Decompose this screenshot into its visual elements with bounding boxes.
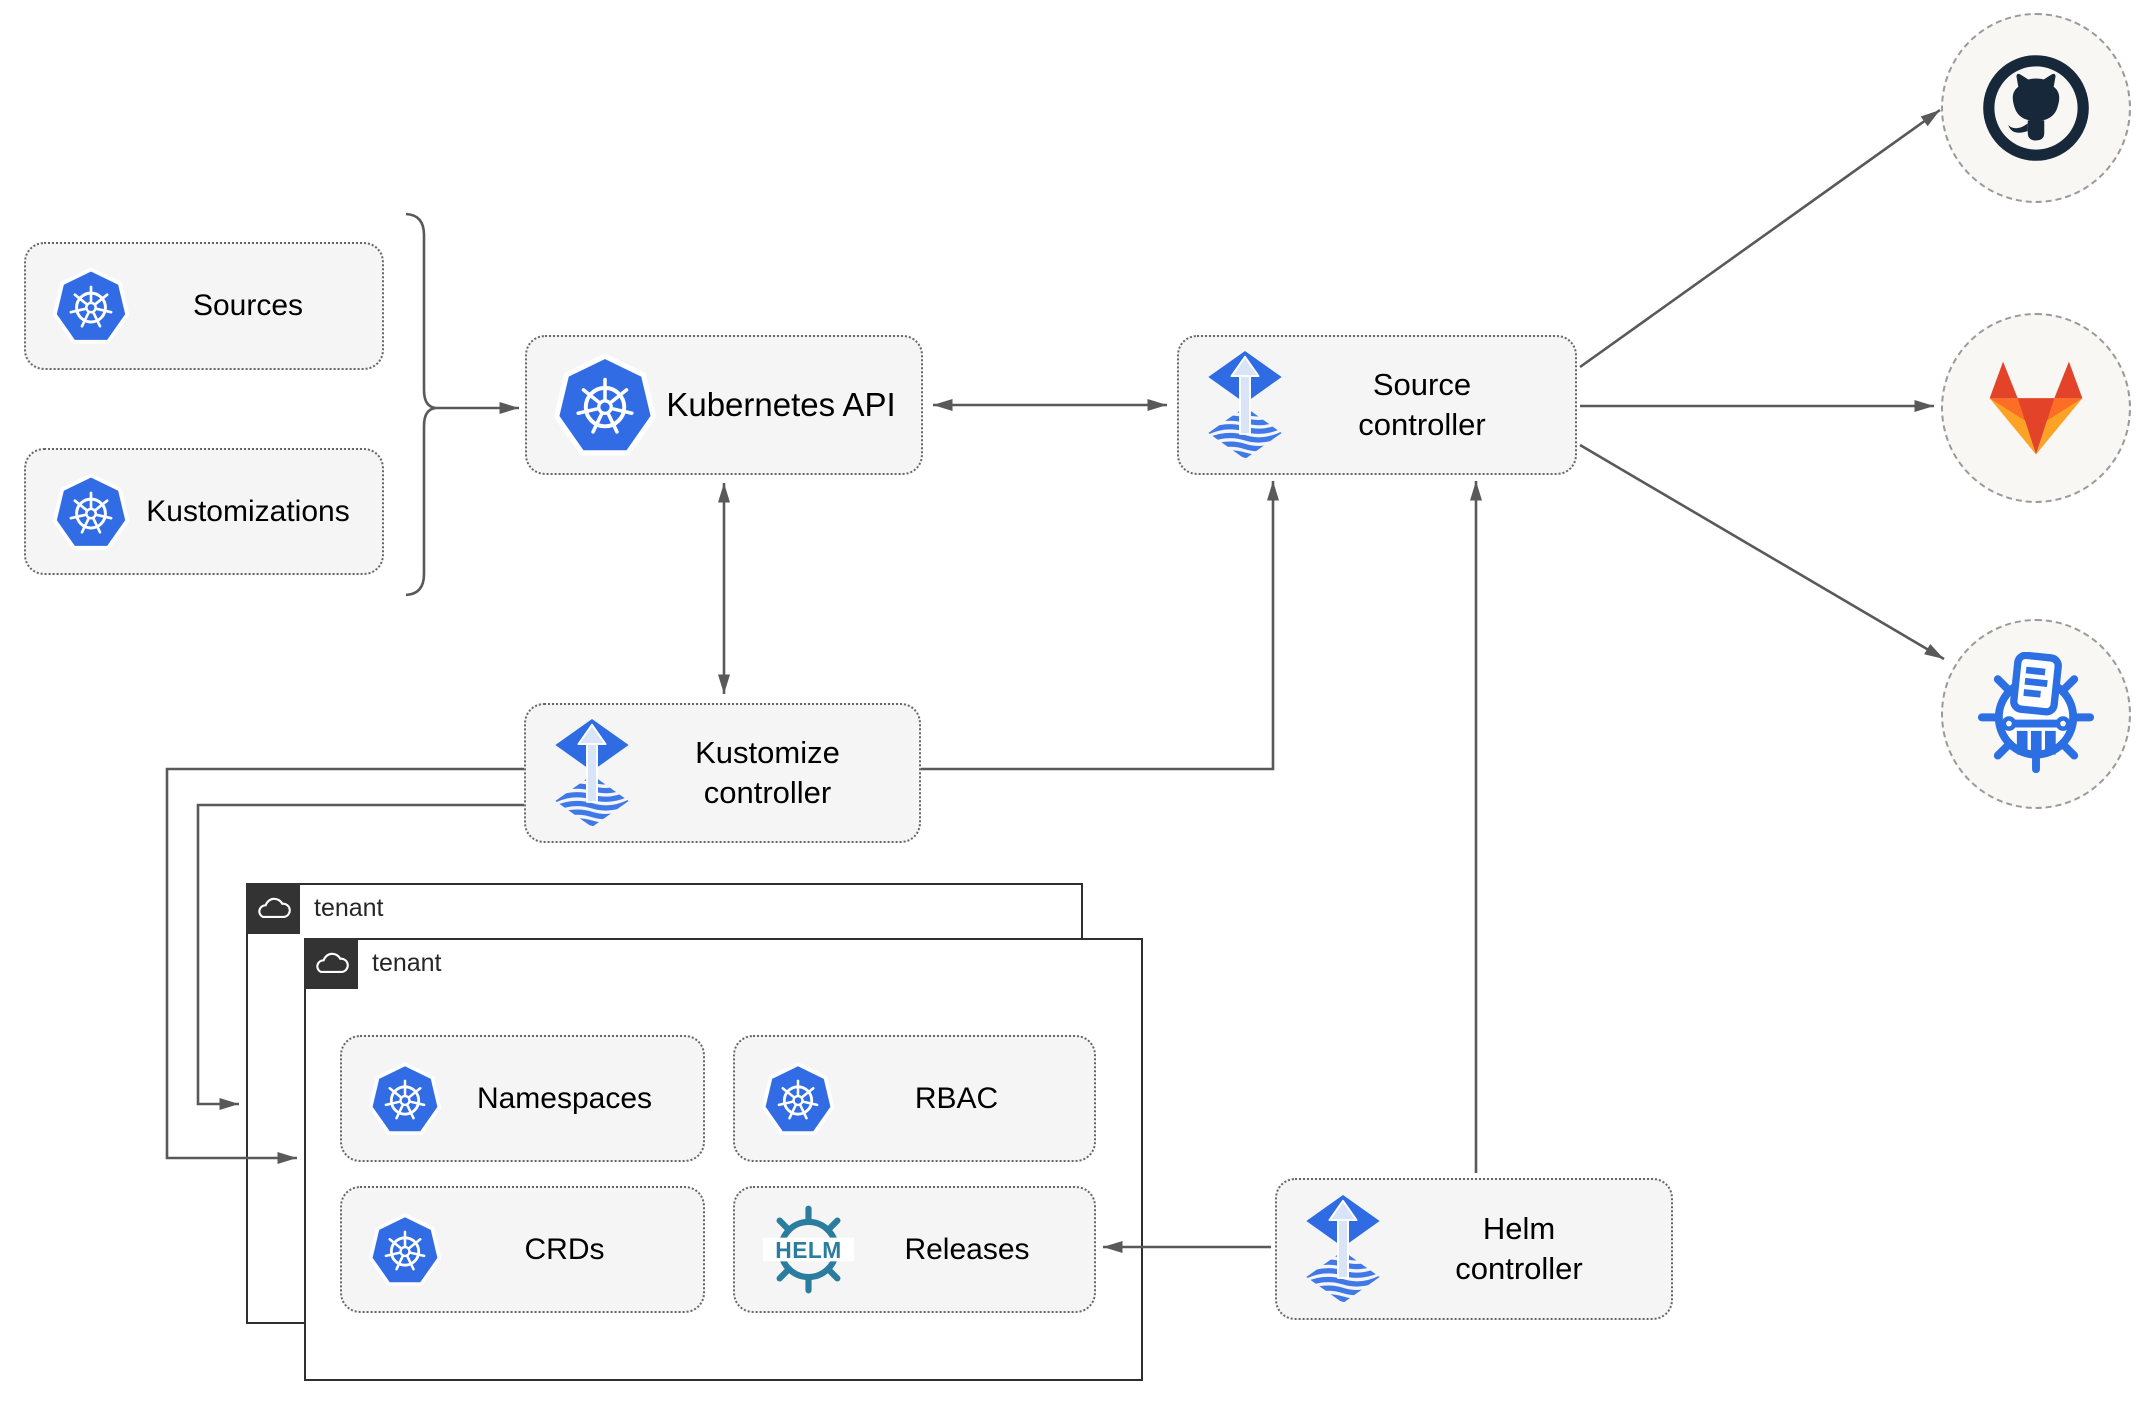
- github-endpoint: [1941, 13, 2131, 203]
- gitlab-icon: [1989, 361, 2083, 455]
- connector-source-controller-to-chartmuseum: [1579, 443, 1945, 661]
- kubernetes-api-node: Kubernetes API: [525, 335, 923, 475]
- connector-kustomize-controller-to-source-controller: [921, 481, 1279, 771]
- kubernetes-icon: [368, 1062, 442, 1136]
- source-controller-label-line1: Source: [1372, 366, 1472, 402]
- rbac-node: RBAC: [733, 1035, 1096, 1162]
- tenant-label: tenant: [314, 893, 384, 922]
- cloud-icon: [313, 950, 349, 977]
- releases-node: HELM Releases: [733, 1186, 1096, 1313]
- helm-controller-label: Helm controller: [1383, 1209, 1655, 1290]
- releases-label: Releases: [904, 1232, 1030, 1266]
- helm-controller-label-line1: Helm: [1482, 1210, 1556, 1246]
- kustomize-controller-label: Kustomize controller: [632, 733, 903, 814]
- kubernetes-icon: [761, 1062, 835, 1136]
- kustomize-controller-label-line2: controller: [703, 775, 832, 810]
- kustomizations-node: Kustomizations: [24, 448, 384, 575]
- flux-icon: [1205, 351, 1285, 459]
- namespaces-label: Namespaces: [476, 1081, 653, 1115]
- kustomizations-label: Kustomizations: [146, 494, 350, 528]
- flux-icon: [1303, 1195, 1383, 1303]
- sources-node: Sources: [24, 242, 384, 370]
- gitlab-endpoint: [1941, 313, 2131, 503]
- chartmuseum-endpoint: [1941, 619, 2131, 809]
- crds-node: CRDs: [340, 1186, 705, 1313]
- helm-controller-label-line2: controller: [1455, 1251, 1583, 1286]
- kustomize-controller-label-line1: Kustomize: [695, 734, 840, 770]
- brace-sources-kustomizations: [405, 212, 437, 597]
- helm-controller-node: Helm controller: [1275, 1178, 1673, 1320]
- chartmuseum-icon: [1977, 652, 2095, 774]
- kubernetes-icon: [52, 473, 130, 551]
- kubernetes-icon: [368, 1213, 442, 1287]
- tenant-tab: [245, 882, 300, 934]
- kubernetes-icon: [52, 267, 130, 345]
- helm-icon-text: HELM: [775, 1237, 841, 1263]
- tenant-label: tenant: [372, 948, 442, 977]
- kubernetes-api-label: Kubernetes API: [666, 386, 896, 423]
- github-icon: [1983, 55, 2089, 161]
- source-controller-label: Source controller: [1285, 365, 1559, 446]
- helm-icon: HELM: [762, 1205, 855, 1294]
- sources-label: Sources: [192, 289, 304, 322]
- cloud-icon: [255, 895, 291, 922]
- rbac-label: RBAC: [914, 1081, 999, 1115]
- kustomize-controller-node: Kustomize controller: [524, 703, 921, 843]
- connector-source-controller-to-github: [1579, 108, 1941, 369]
- kubernetes-icon: [553, 353, 657, 457]
- source-controller-node: Source controller: [1177, 335, 1577, 475]
- crds-label: CRDs: [524, 1232, 605, 1266]
- flux-icon: [552, 719, 632, 827]
- tenant-tab: [303, 937, 358, 989]
- namespaces-node: Namespaces: [340, 1035, 705, 1162]
- source-controller-label-line2: controller: [1358, 407, 1486, 442]
